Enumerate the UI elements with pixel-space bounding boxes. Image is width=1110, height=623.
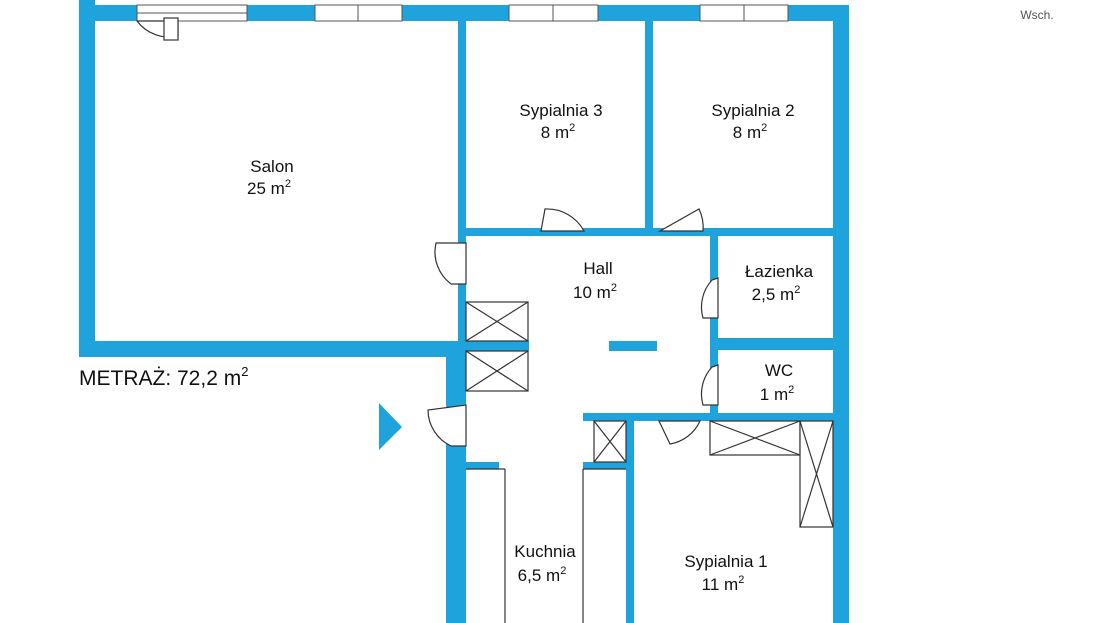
entrance-arrow-icon: [379, 403, 402, 450]
room-area-wc: 1 m2: [760, 384, 794, 404]
room-name-sypialnia-1: Sypialnia 1: [684, 552, 767, 571]
room-area-salon: 25 m2: [247, 178, 291, 198]
room-labels: Salon 25 m2 Sypialnia 3 8 m2 Sypialnia 2…: [247, 101, 814, 594]
room-name-hall: Hall: [583, 259, 612, 278]
room-name-wc: WC: [765, 361, 793, 380]
room-area-sypialnia-2: 8 m2: [733, 122, 767, 142]
room-area-hall: 10 m2: [573, 282, 617, 302]
windows: [136, 4, 789, 22]
room-area-kuchnia: 6,5 m2: [518, 565, 567, 585]
wardrobes: [465, 301, 834, 528]
compass-label: Wsch.: [1020, 8, 1053, 22]
room-name-kuchnia: Kuchnia: [514, 542, 576, 561]
room-name-lazienka: Łazienka: [745, 262, 814, 281]
room-name-salon: Salon: [250, 157, 293, 176]
room-name-sypialnia-2: Sypialnia 2: [711, 101, 794, 120]
room-area-lazienka: 2,5 m2: [752, 284, 801, 304]
room-area-sypialnia-1: 11 m2: [702, 574, 745, 594]
walls: [79, 0, 849, 623]
room-area-sypialnia-3: 8 m2: [541, 122, 575, 142]
kitchen-counters: [466, 468, 626, 623]
room-name-sypialnia-3: Sypialnia 3: [519, 101, 602, 120]
doors: [135, 17, 719, 447]
total-area-label: METRAŻ: 72,2 m2: [79, 364, 248, 390]
